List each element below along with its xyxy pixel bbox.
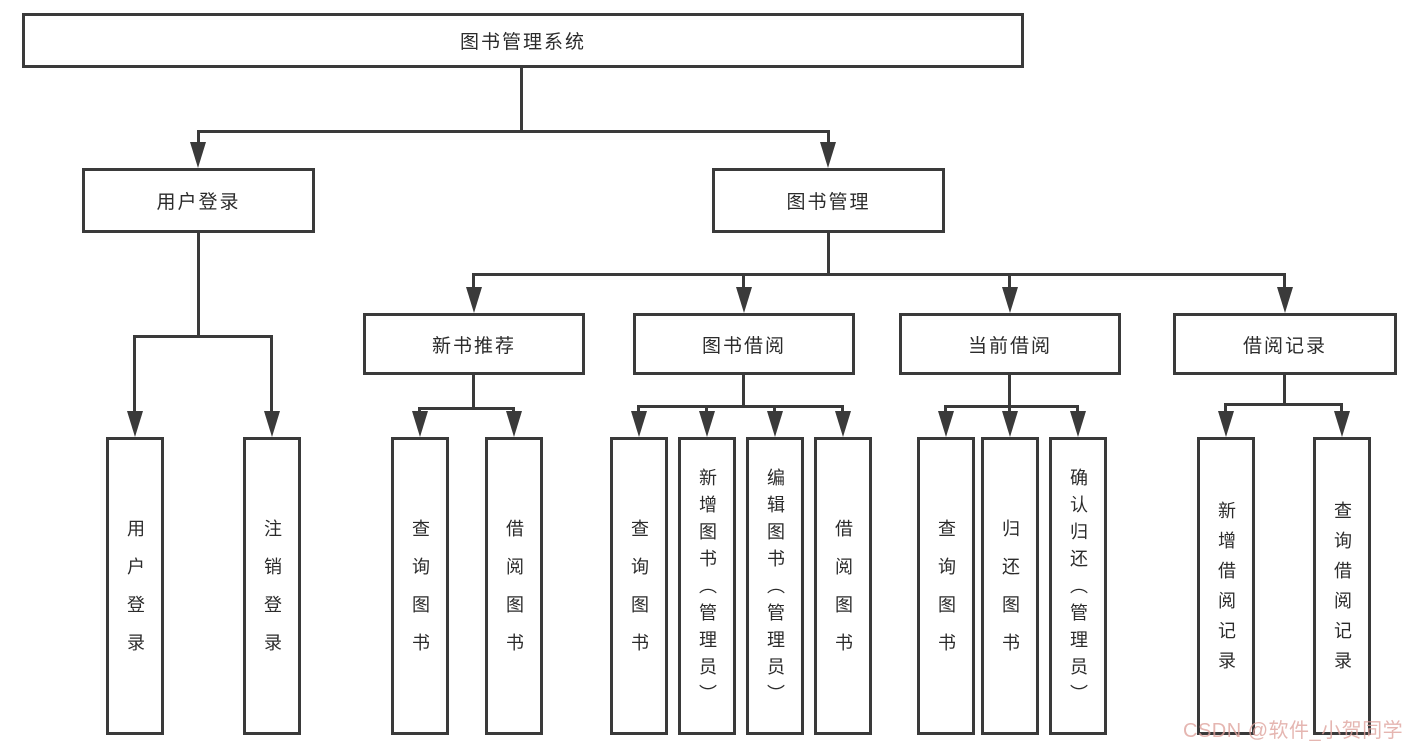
connector-line (133, 335, 136, 415)
connector-line (705, 405, 708, 415)
node-label: 借阅记录 (1242, 335, 1327, 357)
connector-line (472, 273, 1285, 276)
connector-line (197, 130, 830, 133)
connector-line (270, 335, 273, 415)
connector-line (742, 273, 745, 291)
connector-line (841, 405, 844, 415)
connector-line (1008, 273, 1011, 291)
arrow-down-icon (466, 287, 482, 313)
connector-line (742, 375, 745, 407)
connector-line (1224, 403, 1343, 406)
node-label: 确认归还（管理员） (1068, 468, 1088, 711)
node-label: 当前借阅 (967, 335, 1052, 357)
leaf-query-borrow-record: 查询借阅记录 (1313, 437, 1371, 735)
node-label: 用户登录 (156, 192, 241, 213)
connector-line (133, 335, 273, 338)
node-new-book-recommend: 新书推荐 (363, 313, 585, 375)
node-label: 借阅图书 (504, 519, 524, 671)
node-label: 编辑图书（管理员） (765, 468, 785, 711)
arrow-down-icon (1277, 287, 1293, 313)
leaf-current-query-books: 查询图书 (917, 437, 975, 735)
connector-line (197, 233, 200, 338)
arrow-down-icon (767, 411, 783, 437)
arrow-down-icon (699, 411, 715, 437)
leaf-confirm-return-admin: 确认归还（管理员） (1049, 437, 1107, 735)
arrow-down-icon (412, 411, 428, 437)
node-label: 查询借阅记录 (1332, 501, 1352, 681)
connector-line (1008, 405, 1011, 415)
node-current-borrow: 当前借阅 (899, 313, 1121, 375)
arrow-down-icon (835, 411, 851, 437)
connector-line (1224, 403, 1227, 413)
arrow-down-icon (938, 411, 954, 437)
connector-line (773, 405, 776, 415)
arrow-down-icon (1002, 287, 1018, 313)
arrow-down-icon (631, 411, 647, 437)
connector-line (637, 405, 640, 415)
leaf-add-books-admin: 新增图书（管理员） (678, 437, 736, 735)
node-user-login: 用户登录 (82, 168, 315, 233)
leaf-edit-books-admin: 编辑图书（管理员） (746, 437, 804, 735)
connector-line (827, 233, 830, 275)
node-label: 查询图书 (410, 519, 430, 671)
arrow-down-icon (264, 411, 280, 437)
leaf-borrow-books: 借阅图书 (814, 437, 872, 735)
arrow-down-icon (127, 411, 143, 437)
connector-line (944, 405, 947, 415)
connector-line (944, 405, 1079, 408)
arrow-down-icon (1070, 411, 1086, 437)
node-label: 查询图书 (936, 519, 956, 671)
connector-line (418, 407, 515, 410)
arrow-down-icon (736, 287, 752, 313)
leaf-logout: 注销登录 (243, 437, 301, 735)
node-label: 借阅图书 (833, 519, 853, 671)
leaf-recommend-query-books: 查询图书 (391, 437, 449, 735)
leaf-recommend-borrow-books: 借阅图书 (485, 437, 543, 735)
connector-line (1340, 403, 1343, 413)
connector-line (1283, 273, 1286, 291)
leaf-borrow-query-books: 查询图书 (610, 437, 668, 735)
node-label: 图书借阅 (701, 335, 786, 357)
node-root-system: 图书管理系统 (22, 13, 1024, 68)
connector-line (472, 375, 475, 409)
arrow-down-icon (1218, 411, 1234, 437)
node-label: 查询图书 (629, 519, 649, 671)
arrow-down-icon (506, 411, 522, 437)
node-book-borrow: 图书借阅 (633, 313, 855, 375)
watermark: CSDN @软件_小贺同学 (1183, 720, 1404, 742)
node-label: 注销登录 (262, 519, 282, 671)
connector-line (472, 273, 475, 291)
arrow-down-icon (820, 142, 836, 168)
node-label: 新书推荐 (431, 335, 516, 357)
connector-line (197, 130, 200, 146)
node-label: 新增借阅记录 (1216, 501, 1236, 681)
connector-line (1283, 375, 1286, 405)
arrow-down-icon (1334, 411, 1350, 437)
leaf-add-borrow-record: 新增借阅记录 (1197, 437, 1255, 735)
connector-line (1076, 405, 1079, 415)
node-label: 用户登录 (125, 519, 145, 671)
connector-line (637, 405, 844, 408)
node-label: 归还图书 (1000, 519, 1020, 671)
node-label: 新增图书（管理员） (697, 468, 717, 711)
connector-line (827, 130, 830, 146)
node-book-management: 图书管理 (712, 168, 945, 233)
connector-line (520, 68, 523, 130)
leaf-user-login: 用户登录 (106, 437, 164, 735)
arrow-down-icon (1002, 411, 1018, 437)
leaf-return-books: 归还图书 (981, 437, 1039, 735)
connector-line (1008, 375, 1011, 407)
node-borrow-records: 借阅记录 (1173, 313, 1397, 375)
node-label: 图书管理 (786, 192, 871, 213)
arrow-down-icon (190, 142, 206, 168)
node-label: 图书管理系统 (459, 32, 586, 53)
